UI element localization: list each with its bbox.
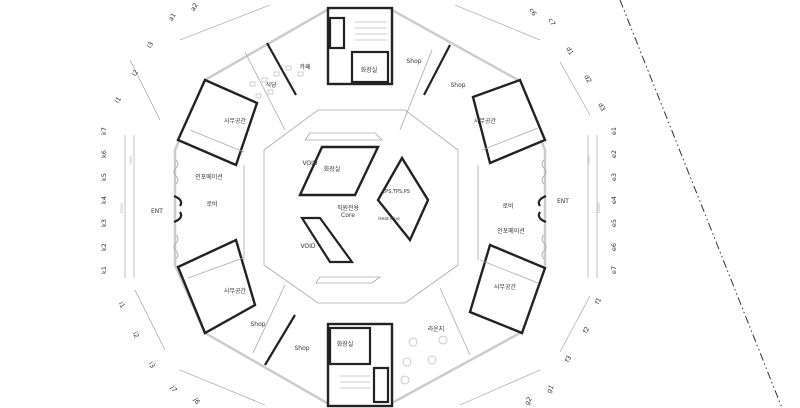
office-block-sw [176, 238, 257, 335]
grid-label: k6 [100, 150, 108, 158]
restaurant-tables [249, 65, 304, 99]
shop-partitions [264, 42, 451, 366]
office-cubicles [187, 127, 539, 284]
dimension-total-left: 35000 [120, 202, 124, 213]
label-shop: Shop [294, 345, 309, 352]
grid-label: f1 [593, 296, 603, 306]
property-line [619, 0, 783, 408]
grid-label: c7 [546, 17, 557, 28]
lounge-tables [400, 335, 448, 385]
label-restroom-bottom: 화장실 [337, 340, 354, 348]
grid-label: g2 [523, 395, 534, 406]
label-core-en: Core [341, 212, 355, 219]
dimension-lines [124, 4, 598, 406]
grid-label: k5 [100, 173, 108, 181]
label-shop: Shop [450, 82, 465, 89]
grid-label: i2 [131, 330, 141, 339]
grid-label: e3 [610, 173, 618, 181]
entrance-doors[interactable] [173, 194, 547, 224]
grid-label: d3 [596, 101, 607, 112]
grid-label: g1 [545, 383, 556, 394]
radial-partitions [244, 49, 471, 356]
label-core: 직원전용 [337, 204, 360, 212]
grid-label: e7 [610, 266, 618, 274]
grid-label: i1 [117, 300, 127, 309]
grid-label: f3 [563, 354, 573, 364]
label-restaurant: 식당 [265, 81, 277, 89]
grid-label: k3 [100, 219, 108, 227]
dimension-total-right: 35000 [597, 202, 601, 213]
office-block-ne [471, 78, 547, 165]
label-restroom-core: 화장실 [324, 165, 341, 173]
dimension-bay: 5000 [129, 156, 133, 165]
grid-label: l3 [145, 40, 155, 49]
label-shop: Shop [406, 58, 421, 65]
grid-label: e4 [610, 196, 618, 204]
central-core [298, 132, 430, 284]
grid-labels-top-right: c6 c7 d1 d2 d3 [527, 7, 607, 113]
label-restroom-top: 화장실 [361, 66, 378, 74]
grid-label: l2 [130, 68, 140, 77]
grid-label: a2 [189, 1, 200, 12]
grid-label: k2 [100, 243, 108, 251]
label-lobby-left: 로비 [206, 200, 217, 208]
label-office-sw: 사무공간 [224, 287, 247, 295]
label-eps: EPS,TPS,PS [382, 189, 410, 195]
grid-label: k7 [100, 127, 108, 135]
grid-label: f2 [581, 325, 591, 335]
lobby-walls [173, 159, 547, 260]
grid-label: k1 [100, 266, 108, 274]
grid-label: d2 [582, 73, 593, 84]
grid-label: i3 [147, 360, 157, 369]
grid-label: l1 [113, 95, 123, 104]
grid-labels-right: e1 e2 e3 e4 e5 e6 e7 [610, 127, 618, 274]
label-lounge: 라운지 [428, 325, 445, 333]
grid-label: e6 [610, 243, 618, 251]
label-shop: Shop [250, 321, 265, 328]
label-void-bottom: VOID [300, 243, 315, 250]
grid-label: d1 [564, 45, 575, 56]
core-bottom [326, 322, 394, 408]
label-heat-pipe: Heat Pipe [378, 216, 400, 222]
label-cafe: 카페 [299, 63, 310, 71]
grid-label: e2 [610, 150, 618, 158]
grid-label: j7 [168, 384, 178, 394]
office-block-se [468, 243, 547, 335]
label-lobby-right: 로비 [502, 202, 513, 210]
grid-label: j6 [191, 396, 201, 406]
dimension-bay: 5000 [587, 156, 591, 165]
grid-labels-left: k7 k6 k5 k4 k3 k2 k1 [100, 127, 108, 274]
grid-labels-bottom-right: f1 f2 f3 g1 g2 [523, 296, 604, 406]
label-office-se: 사무공간 [494, 283, 517, 291]
office-block-nw [176, 78, 259, 167]
core-top [326, 6, 394, 86]
grid-labels-top-left: a1 a2 l3 l2 l1 [113, 1, 199, 104]
grid-label: a1 [167, 11, 178, 22]
label-void-top: VOID [302, 160, 317, 167]
inner-atrium [263, 109, 459, 304]
label-entrance-right: ENT [557, 198, 569, 205]
label-office-nw: 사무공간 [224, 117, 247, 125]
grid-label: e5 [610, 219, 618, 227]
grid-label: e1 [610, 127, 618, 135]
grid-label: c6 [527, 7, 538, 18]
label-office-ne: 사무공간 [474, 117, 497, 125]
label-info-right: 인포메이션 [497, 227, 525, 235]
label-entrance-left: ENT [151, 208, 163, 215]
grid-label: k4 [100, 196, 108, 204]
grid-labels-bottom-left: i1 i2 i3 j7 j6 [117, 300, 202, 405]
label-info-left: 인포메이션 [195, 173, 223, 181]
